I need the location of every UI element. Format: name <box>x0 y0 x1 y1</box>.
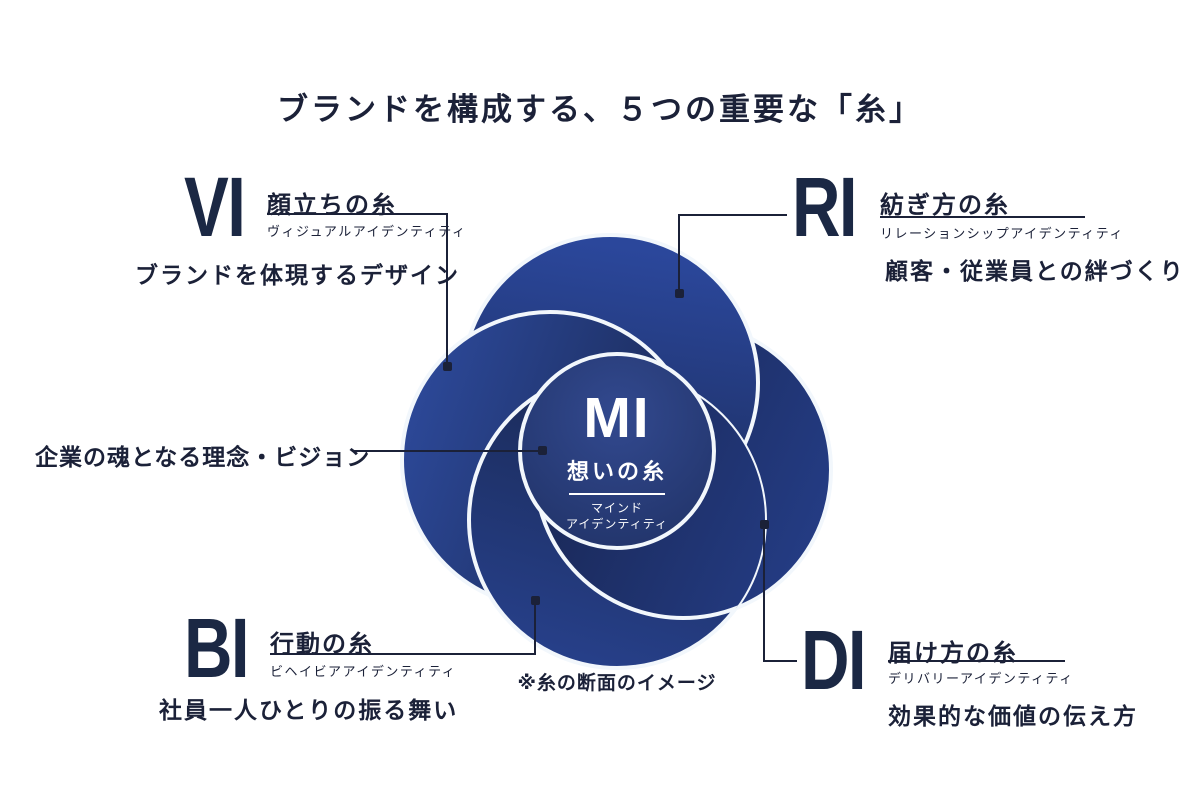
mi-connector-dot <box>538 446 547 455</box>
ri-connector-vline <box>678 214 680 294</box>
cross-section-caption: ※糸の断面のイメージ <box>517 673 717 694</box>
bi-connector-line <box>534 601 536 653</box>
di-connector-hline <box>763 660 797 662</box>
ri-connector-hline <box>678 214 787 216</box>
di-katakana: デリバリーアイデンティティ <box>888 671 1074 686</box>
mi-label-block: MI 想いの糸 マインド アイデンティティ <box>566 390 668 532</box>
mi-katakana-1: マインド <box>590 501 643 515</box>
ri-underline <box>880 216 1085 218</box>
bi-katakana: ビヘイビアアイデンティティ <box>270 664 457 679</box>
bi-description: 社員一人ひとりの振る舞い <box>159 697 459 723</box>
di-description: 効果的な価値の伝え方 <box>888 703 1138 729</box>
di-underline <box>888 660 1065 662</box>
mi-annotation: 企業の魂となる理念・ビジョン <box>35 444 371 470</box>
vi-connector-line <box>446 214 448 368</box>
vi-underline <box>267 213 448 215</box>
di-abbr: DI <box>801 613 867 707</box>
ri-connector-dot <box>675 289 684 298</box>
bi-underline <box>270 653 536 655</box>
bi-abbr: BI <box>184 601 250 695</box>
vi-abbr: VI <box>184 160 246 254</box>
di-name: 届け方の糸 <box>888 640 1018 667</box>
vi-katakana: ヴィジュアルアイデンティティ <box>267 224 467 239</box>
vi-connector-dot <box>443 362 452 371</box>
ri-name: 紡ぎ方の糸 <box>880 192 1010 219</box>
vi-description: ブランドを体現するデザイン <box>135 262 460 288</box>
page-title: ブランドを構成する、５つの重要な「糸」 <box>277 92 923 127</box>
mi-name: 想いの糸 <box>566 459 667 484</box>
di-connector-vline <box>763 524 765 662</box>
mi-abbr: MI <box>583 386 651 450</box>
mi-underline <box>569 493 665 495</box>
mi-katakana-2: アイデンティティ <box>566 516 668 531</box>
di-connector-dot <box>760 520 769 529</box>
ri-abbr: RI <box>792 160 858 254</box>
ri-description: 顧客・従業員との絆づくり <box>885 258 1185 284</box>
mi-connector-line <box>352 450 542 452</box>
bi-connector-dot <box>531 596 540 605</box>
thread-rose-illustration <box>397 231 837 671</box>
rose-svg <box>400 233 833 670</box>
ri-katakana: リレーションシップアイデンティティ <box>880 226 1125 241</box>
